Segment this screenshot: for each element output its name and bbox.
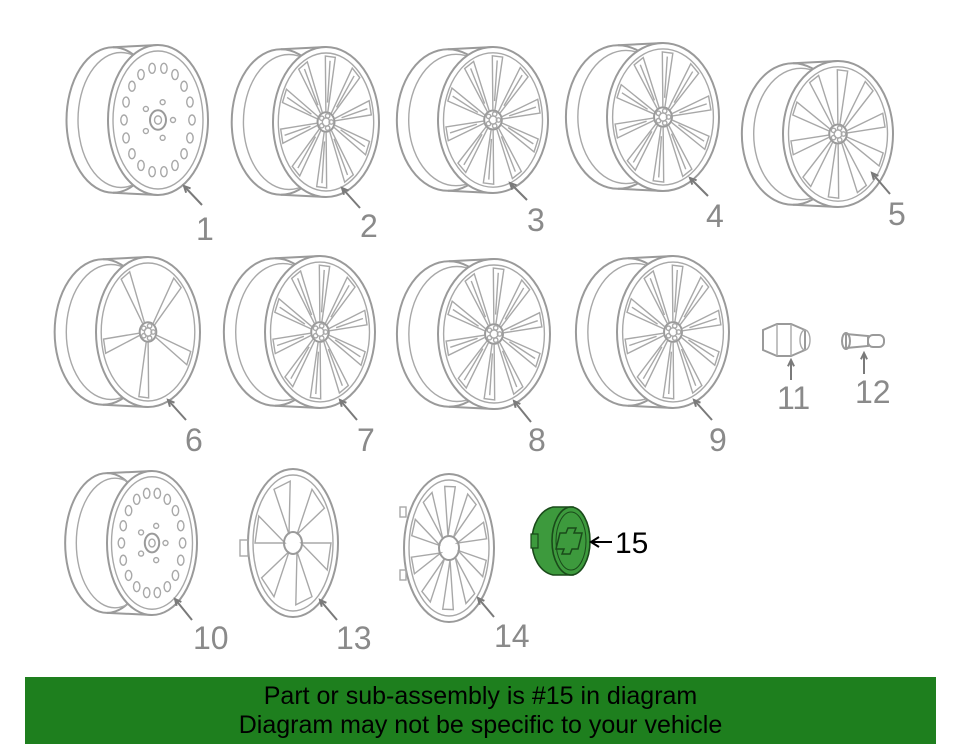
- callout-label-13: 13: [336, 620, 372, 656]
- alloy-wheel-5: [740, 60, 894, 208]
- alloy-wheel-9: [574, 255, 730, 409]
- callout-arrow-10: [173, 597, 193, 621]
- spare-wheel-10: [64, 470, 198, 616]
- callout-arrow-5: [870, 171, 891, 195]
- callout-arrow-7: [338, 398, 358, 421]
- wheel-cover-14: [399, 473, 495, 623]
- callout-arrow-9: [692, 398, 713, 421]
- callout-label-15: 15: [615, 527, 649, 560]
- callout-arrow-6: [166, 398, 187, 421]
- callout-label-12: 12: [855, 374, 891, 410]
- callout-label-4: 4: [706, 198, 724, 234]
- wheel-cover-13: [239, 468, 339, 618]
- info-banner: Part or sub-assembly is #15 in diagram D…: [25, 677, 936, 744]
- callout-label-3: 3: [527, 202, 545, 238]
- callout-arrow-13: [318, 598, 338, 621]
- callout-arrow-15: [589, 536, 612, 548]
- callout-arrow-4: [688, 176, 709, 197]
- alloy-wheel-6: [53, 256, 201, 408]
- callout-arrow-3: [508, 181, 528, 201]
- alloy-wheel-3: [395, 46, 549, 194]
- callout-arrow-1: [182, 184, 203, 206]
- callout-label-9: 9: [709, 422, 727, 458]
- callout-label-2: 2: [360, 208, 378, 244]
- callout-label-14: 14: [494, 618, 530, 654]
- info-banner-line-1: Part or sub-assembly is #15 in diagram: [263, 681, 698, 710]
- center-cap-15: [530, 506, 591, 576]
- callout-arrow-2: [340, 186, 361, 209]
- valve-stem-12: [841, 332, 885, 350]
- callout-arrow-12: [860, 350, 868, 374]
- alloy-wheel-7: [222, 255, 376, 409]
- callout-arrow-8: [512, 399, 532, 423]
- callout-label-1: 1: [196, 211, 214, 247]
- callout-label-7: 7: [357, 422, 375, 458]
- diagram-art: [53, 42, 894, 623]
- info-banner-line-2: Diagram may not be specific to your vehi…: [238, 710, 723, 739]
- callout-label-6: 6: [185, 422, 203, 458]
- alloy-wheel-8: [395, 258, 551, 410]
- callout-label-8: 8: [528, 422, 546, 458]
- callout-label-11: 11: [777, 380, 811, 416]
- callout-arrow-11: [787, 357, 795, 380]
- callout-arrow-14: [476, 596, 495, 618]
- callout-label-5: 5: [888, 196, 906, 232]
- parts-diagram: 1 2 3 4 5 6 7 8 9 10 11 12 13 14 15: [53, 42, 906, 656]
- steel-wheel-1: [65, 44, 209, 196]
- alloy-wheel-4: [564, 42, 720, 192]
- alloy-wheel-2: [230, 46, 380, 198]
- lug-nut-11: [762, 323, 811, 357]
- callout-label-10: 10: [193, 620, 229, 656]
